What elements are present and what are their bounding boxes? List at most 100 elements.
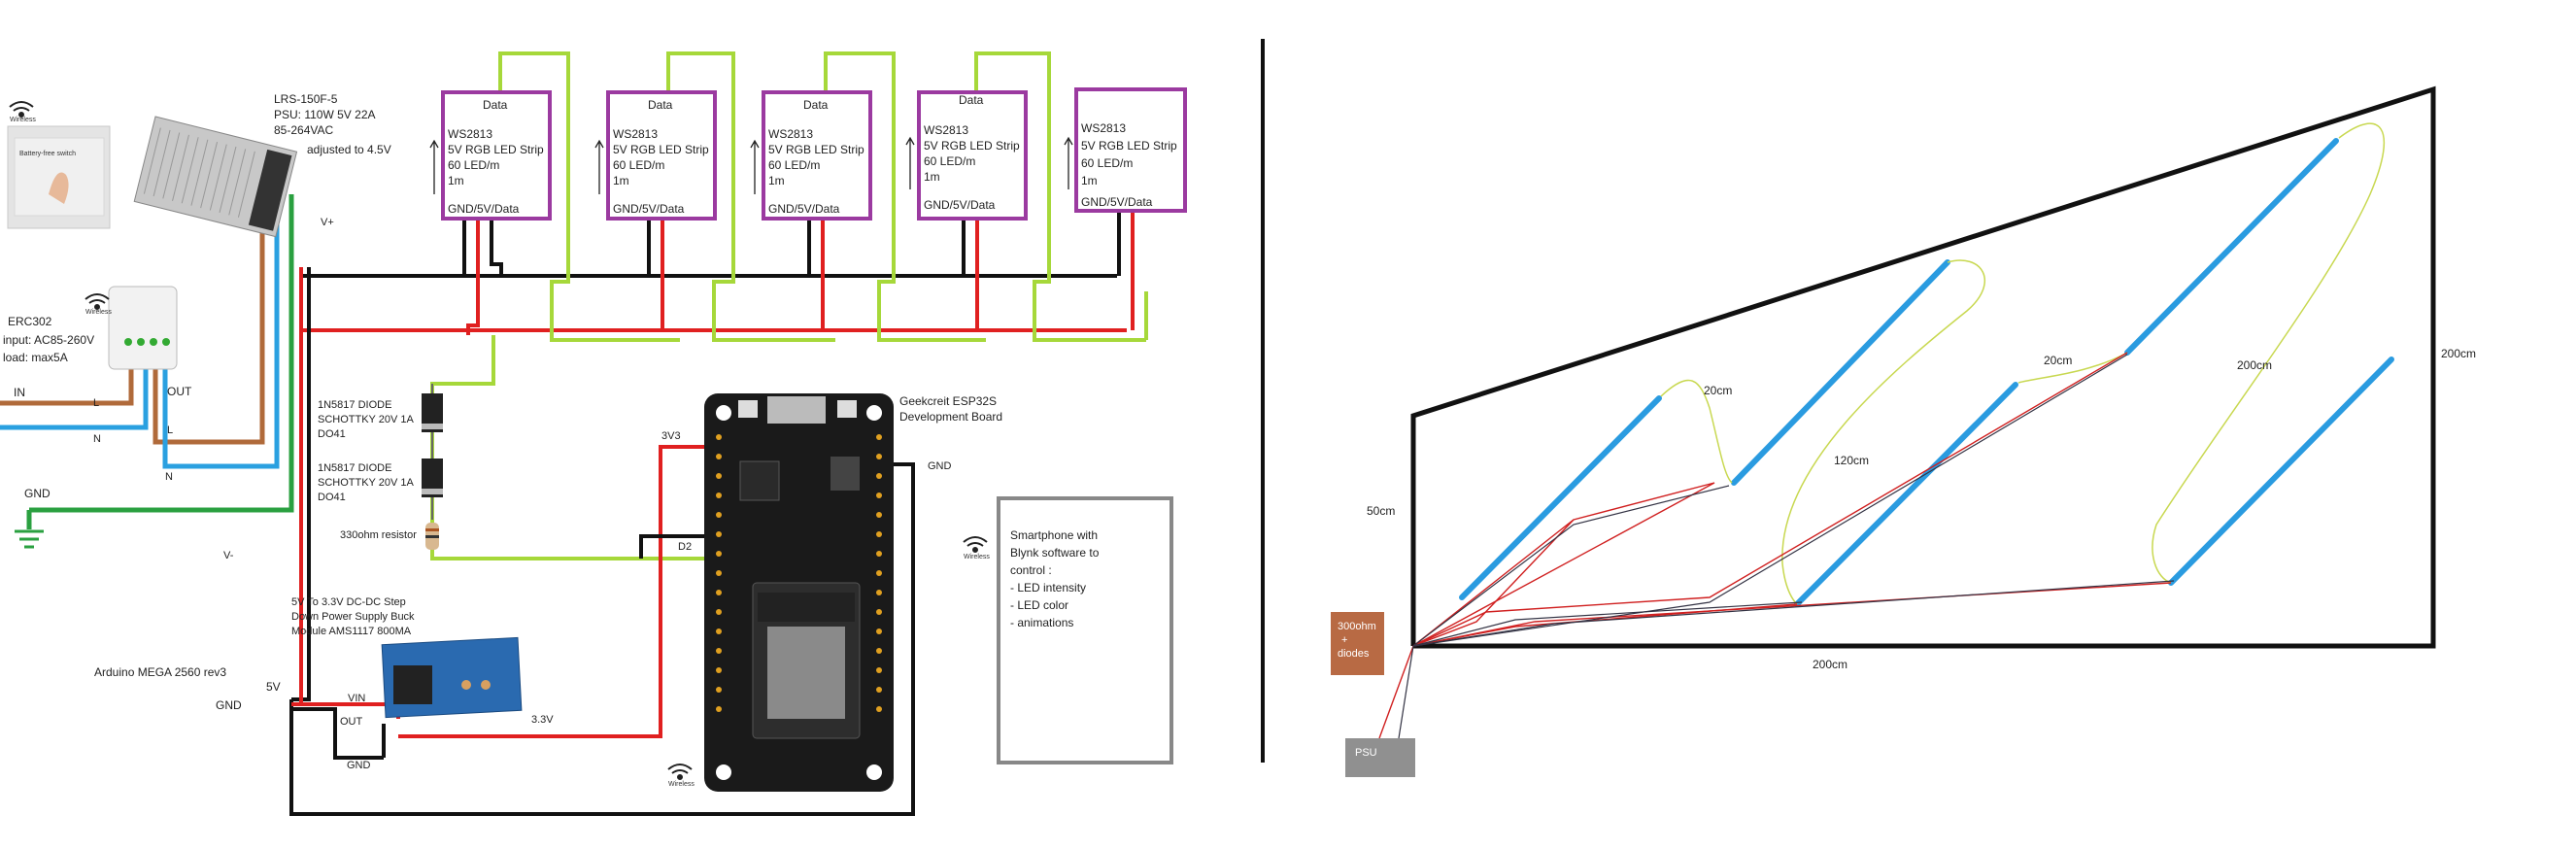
- svg-text:5V RGB LED Strip: 5V RGB LED Strip: [768, 143, 864, 156]
- arduino-gnd-label: GND: [216, 698, 242, 712]
- diode-2: [422, 452, 443, 520]
- erc-in-label: IN: [14, 386, 25, 399]
- svg-text:Data: Data: [483, 98, 508, 112]
- esp-label: Geekcreit ESP32S: [899, 394, 997, 408]
- svg-text:DO41: DO41: [318, 428, 346, 440]
- data-links: [1660, 122, 2386, 605]
- led-bars: [1459, 138, 2394, 607]
- svg-text:GND/5V/Data: GND/5V/Data: [448, 202, 520, 216]
- svg-text:GND/5V/Data: GND/5V/Data: [613, 202, 685, 216]
- gap-20-label-1: 20cm: [1704, 384, 1732, 397]
- pin-3v3-label: 3V3: [661, 430, 681, 442]
- svg-text:60 LED/m: 60 LED/m: [924, 154, 975, 168]
- svg-text:Data: Data: [959, 93, 984, 107]
- ac-wiring: [0, 194, 294, 529]
- data-chain: [430, 51, 1148, 560]
- strip-4: Data WS2813 5V RGB LED Strip 60 LED/m 1m…: [917, 90, 1028, 221]
- svg-text:WS2813: WS2813: [924, 123, 968, 137]
- svg-text:Smartphone with: Smartphone with: [1010, 528, 1098, 542]
- resistor-diodes-box: 300ohm + diodes: [1331, 612, 1384, 675]
- arduino-label: Arduino MEGA 2560 rev3: [94, 665, 226, 679]
- gnd-label: GND: [24, 487, 51, 500]
- dist-120-label: 120cm: [1834, 454, 1869, 467]
- svg-text:PSU: PSU: [1355, 747, 1377, 759]
- svg-text:control :: control :: [1010, 563, 1052, 577]
- buck-vin-label: VIN: [348, 693, 365, 704]
- svg-text:1m: 1m: [613, 174, 629, 187]
- buck-label-2: Down Power Supply Buck: [291, 611, 415, 623]
- resistor-label: 330ohm resistor: [340, 529, 417, 541]
- wire-n-label: N: [93, 433, 101, 445]
- svg-text:Data: Data: [648, 98, 673, 112]
- strip-3: Data WS2813 5V RGB LED Strip 60 LED/m 1m…: [762, 90, 872, 221]
- erc-out-label: OUT: [167, 385, 192, 398]
- gnd-lines: [1398, 354, 2175, 739]
- svg-text:- LED color: - LED color: [1010, 598, 1068, 612]
- svg-text:1m: 1m: [1081, 174, 1098, 187]
- svg-text:DO41: DO41: [318, 492, 346, 503]
- strip-drops: [462, 209, 1135, 335]
- psu-spec-3: adjusted to 4.5V: [307, 143, 391, 156]
- svg-text:60 LED/m: 60 LED/m: [448, 158, 499, 172]
- svg-text:5V RGB LED Strip: 5V RGB LED Strip: [924, 139, 1020, 153]
- ground-symbol: [15, 529, 44, 549]
- svg-text:GND/5V/Data: GND/5V/Data: [924, 198, 996, 212]
- wire-n-label-2: N: [165, 471, 173, 483]
- svg-text:+: +: [1341, 634, 1347, 646]
- pin-gnd-label: GND: [928, 460, 952, 472]
- wireless-icon: [667, 764, 693, 780]
- vplus-label: V+: [321, 217, 334, 228]
- svg-text:GND/5V/Data: GND/5V/Data: [768, 202, 840, 216]
- strip-2: Data WS2813 5V RGB LED Strip 60 LED/m 1m…: [606, 90, 717, 221]
- svg-text:1N5817 DIODE: 1N5817 DIODE: [318, 462, 391, 474]
- psu-box: PSU: [1345, 738, 1415, 777]
- svg-text:1m: 1m: [768, 174, 785, 187]
- svg-text:5V RGB LED Strip: 5V RGB LED Strip: [613, 143, 709, 156]
- phone-box: Smartphone with Blynk software to contro…: [997, 496, 1173, 764]
- svg-text:SCHOTTKY 20V 1A: SCHOTTKY 20V 1A: [318, 414, 414, 425]
- svg-text:1m: 1m: [924, 170, 940, 184]
- svg-text:- animations: - animations: [1010, 616, 1073, 629]
- svg-text:WS2813: WS2813: [1081, 121, 1126, 135]
- gap-20-label-2: 20cm: [2044, 354, 2072, 367]
- wireless-icon: [85, 293, 110, 310]
- svg-text:60 LED/m: 60 LED/m: [1081, 156, 1133, 170]
- svg-text:WS2813: WS2813: [768, 127, 813, 141]
- wall-outline: [1410, 85, 2436, 649]
- switch-label: Battery-free switch: [19, 151, 76, 157]
- strip-5: WS2813 5V RGB LED Strip 60 LED/m 1m GND/…: [1074, 87, 1187, 213]
- diode-1: [422, 384, 443, 457]
- resistor: [425, 523, 439, 550]
- buck-gnd-label: GND: [347, 760, 371, 771]
- svg-text:SCHOTTKY 20V 1A: SCHOTTKY 20V 1A: [318, 477, 414, 489]
- svg-text:1m: 1m: [448, 174, 464, 187]
- buck-label-3: Module AMS1117 800MA: [291, 626, 412, 637]
- psu-device: [133, 116, 298, 238]
- wireless-icon: [9, 101, 34, 118]
- erc-label: ERC302: [8, 315, 52, 328]
- buck-out-label: OUT: [340, 716, 363, 728]
- width-200-label: 200cm: [1813, 658, 1847, 671]
- svg-text:5V RGB LED Strip: 5V RGB LED Strip: [448, 143, 544, 156]
- arduino-5v-label: 5V: [266, 680, 281, 694]
- erc302-device: [108, 286, 178, 370]
- dc-bus: [289, 267, 1127, 816]
- svg-text:WS2813: WS2813: [448, 127, 492, 141]
- psu-spec-1: PSU: 110W 5V 22A: [274, 108, 376, 121]
- wireless-icon: [963, 536, 988, 553]
- height-200-label: 200cm: [2441, 347, 2476, 360]
- buck-label: 5V To 3.3V DC-DC Step: [291, 596, 406, 608]
- erc-input: input: AC85-260V: [3, 333, 94, 347]
- buck-module: [381, 636, 523, 758]
- erc-load: load: max5A: [3, 351, 68, 364]
- svg-text:diodes: diodes: [1338, 648, 1370, 660]
- strip-1: Data WS2813 5V RGB LED Strip 60 LED/m 1m…: [441, 90, 552, 221]
- wire-l-label-2: L: [167, 424, 173, 436]
- svg-text:60 LED/m: 60 LED/m: [613, 158, 664, 172]
- wireless-label: Wireless: [964, 554, 990, 560]
- wireless-label: Wireless: [85, 309, 112, 316]
- svg-text:Blynk software to: Blynk software to: [1010, 546, 1100, 560]
- psu-spec-2: 85-264VAC: [274, 123, 333, 137]
- vminus-label: V-: [223, 550, 234, 561]
